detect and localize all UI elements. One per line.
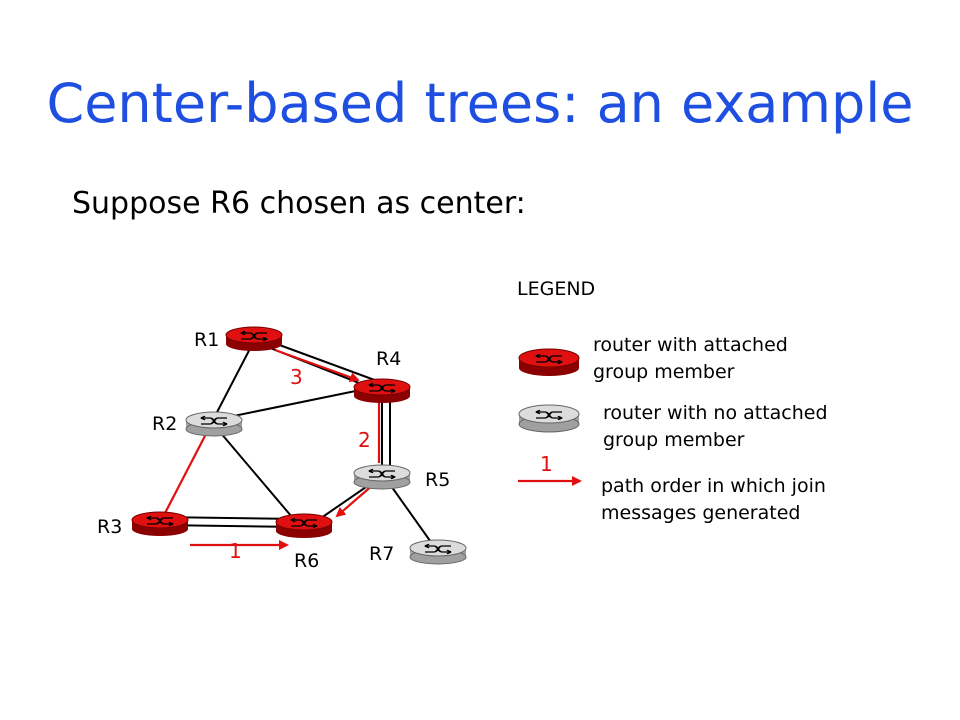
legend-path-number: 1 (540, 452, 553, 476)
link-r2-r4 (213, 385, 381, 421)
join-paths (162, 348, 381, 550)
legend-nonmember-router-icon (518, 404, 580, 433)
join-order-1: 1 (229, 539, 242, 563)
legend-nonmember-line1: router with no attached (603, 402, 828, 424)
router-r5 (353, 464, 411, 490)
legend-member-line1: router with attached (593, 334, 788, 356)
legend-nonmember-text: router with no attached group member (603, 400, 828, 454)
join-path-r5-r6 (335, 483, 375, 518)
legend-path-line2: messages generated (601, 502, 801, 524)
legend-member-line2: group member (593, 361, 735, 383)
router-label-r6: R6 (294, 550, 320, 572)
router-label-r4: R4 (376, 348, 402, 370)
router-r7 (409, 539, 467, 565)
link-r2-r6 (213, 424, 304, 531)
router-label-r5: R5 (425, 469, 451, 491)
join-order-2: 2 (358, 428, 371, 452)
join-order-3: 3 (290, 365, 303, 389)
legend-nonmember-line2: group member (603, 429, 745, 451)
legend-path-line1: path order in which join (601, 475, 826, 497)
router-label-r3: R3 (97, 516, 123, 538)
legend-title: LEGEND (517, 278, 596, 300)
legend-member-text: router with attached group member (593, 332, 788, 386)
router-r3 (131, 511, 189, 536)
router-label-r2: R2 (152, 413, 178, 435)
router-r6 (275, 513, 333, 538)
router-r2 (185, 411, 243, 437)
subtitle: Suppose R6 chosen as center: (72, 186, 526, 221)
link-r1-r2 (213, 340, 255, 419)
router-label-r1: R1 (194, 329, 220, 351)
router-r4 (353, 378, 411, 403)
legend-member-router-icon (518, 348, 580, 376)
router-label-r7: R7 (369, 543, 395, 565)
page-title: Center-based trees: an example (46, 72, 914, 135)
join-path-r2-r3 (162, 431, 208, 518)
legend-path-text: path order in which join messages genera… (601, 473, 826, 527)
join-path-r1-r4 (274, 348, 360, 382)
router-r1 (225, 326, 283, 351)
